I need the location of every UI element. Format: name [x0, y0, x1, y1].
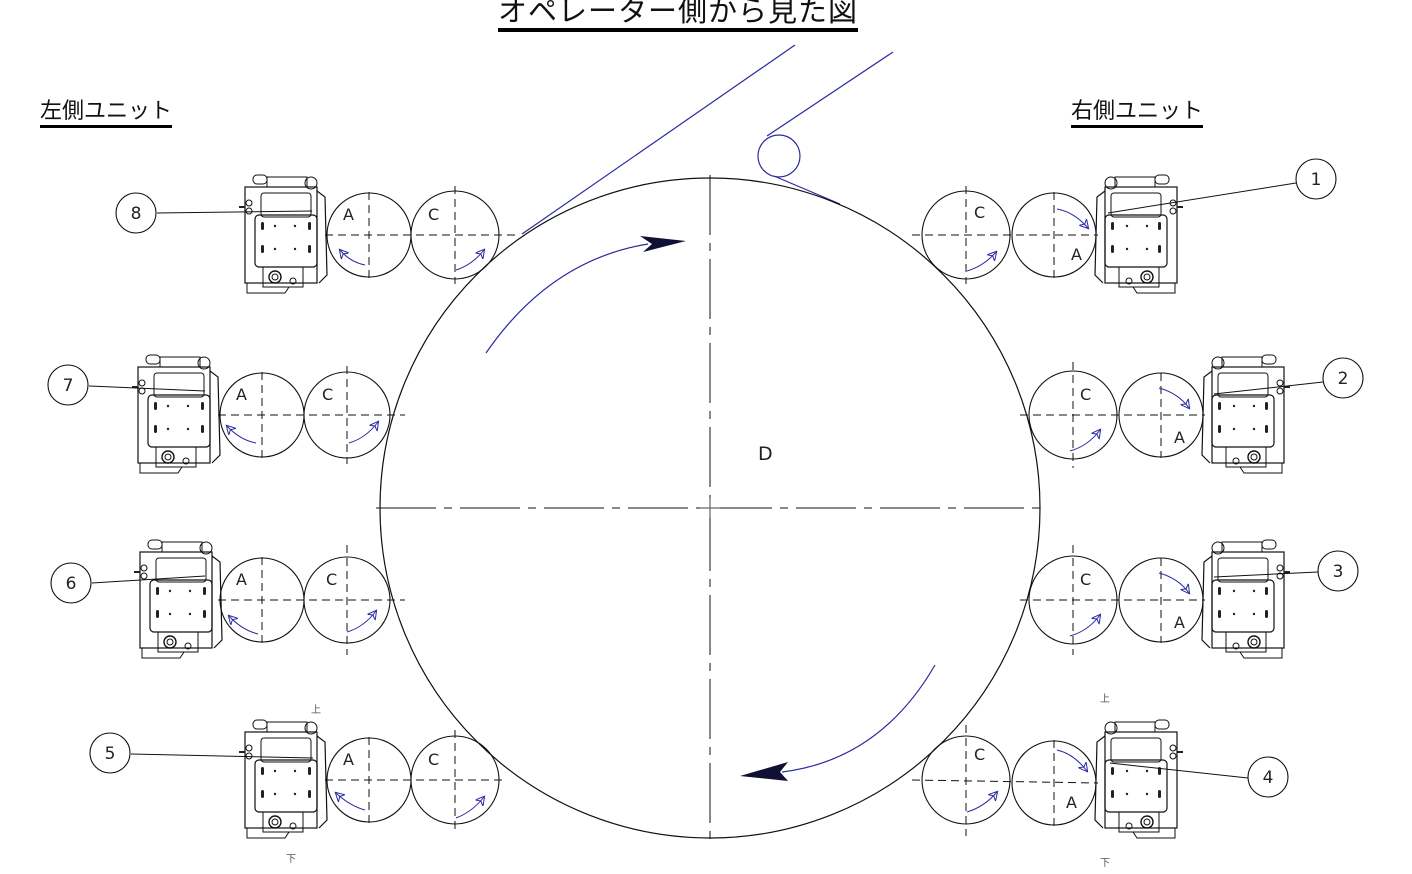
- roller-a-label: A: [236, 570, 247, 589]
- callout-2-number: 2: [1338, 369, 1349, 389]
- left-unit-label: 左側ユニット: [40, 99, 173, 128]
- callout-6-number: 6: [66, 574, 77, 594]
- callout-3-number: 3: [1333, 562, 1344, 582]
- left-unit-row-3: A C 6: [50, 539, 405, 659]
- roller-a-label: A: [1066, 793, 1077, 812]
- roller-c-label: C: [428, 750, 439, 769]
- right-unit-label: 右側ユニット: [1071, 99, 1204, 128]
- callout-8: [115, 192, 157, 234]
- roller-a-label: A: [236, 385, 247, 404]
- left-unit-row-2: A C 7: [47, 354, 405, 474]
- callout-5: [89, 732, 131, 774]
- right-unit-row-3: C A 3: [1020, 539, 1359, 659]
- callout-1: [1295, 158, 1337, 200]
- roller-c-label: C: [1080, 385, 1091, 404]
- callout-4: [1247, 756, 1289, 798]
- drawing-title: オペレーター側から見た図: [498, 0, 859, 32]
- callout-6: [50, 562, 92, 604]
- left-unit-row-1: A C 8: [115, 174, 515, 294]
- right-unit-row-2: C A 2: [1020, 354, 1364, 474]
- roller-a-label: A: [343, 750, 354, 769]
- callout-3: [1317, 550, 1359, 592]
- callout-4-number: 4: [1263, 768, 1274, 788]
- left-unit-row-4: A C 5 上 下: [89, 704, 505, 865]
- roller-c-label: C: [428, 205, 439, 224]
- callout-7: [47, 364, 89, 406]
- roller-c-label: C: [974, 745, 985, 764]
- right-unit-row-1: C A 1: [912, 158, 1337, 294]
- roller-c-label: C: [326, 570, 337, 589]
- orientation-bottom-label: 下: [286, 854, 296, 865]
- drum-label: D: [758, 443, 773, 465]
- drum-rotation-arrows: [485, 236, 936, 781]
- right-unit-row-4: C A 4 上 下: [911, 693, 1289, 869]
- roller-a-label: A: [343, 205, 354, 224]
- roller-a-label: A: [1174, 613, 1185, 632]
- callout-7-number: 7: [63, 376, 74, 396]
- roller-a-label: A: [1174, 428, 1185, 447]
- orientation-top-label: 上: [1100, 693, 1110, 705]
- roller-c-label: C: [322, 385, 333, 404]
- callout-5-number: 5: [105, 744, 116, 764]
- roller-c-label: C: [1080, 570, 1091, 589]
- orientation-top-label: 上: [311, 704, 321, 716]
- callout-2: [1322, 357, 1364, 399]
- central-drum: D: [376, 175, 1046, 842]
- callout-8-number: 8: [131, 204, 142, 224]
- callout-1-number: 1: [1311, 170, 1322, 190]
- roller-a-label: A: [1071, 245, 1082, 264]
- web-path: [521, 44, 894, 235]
- orientation-bottom-label: 下: [1100, 858, 1110, 869]
- roller-c-label: C: [974, 203, 985, 222]
